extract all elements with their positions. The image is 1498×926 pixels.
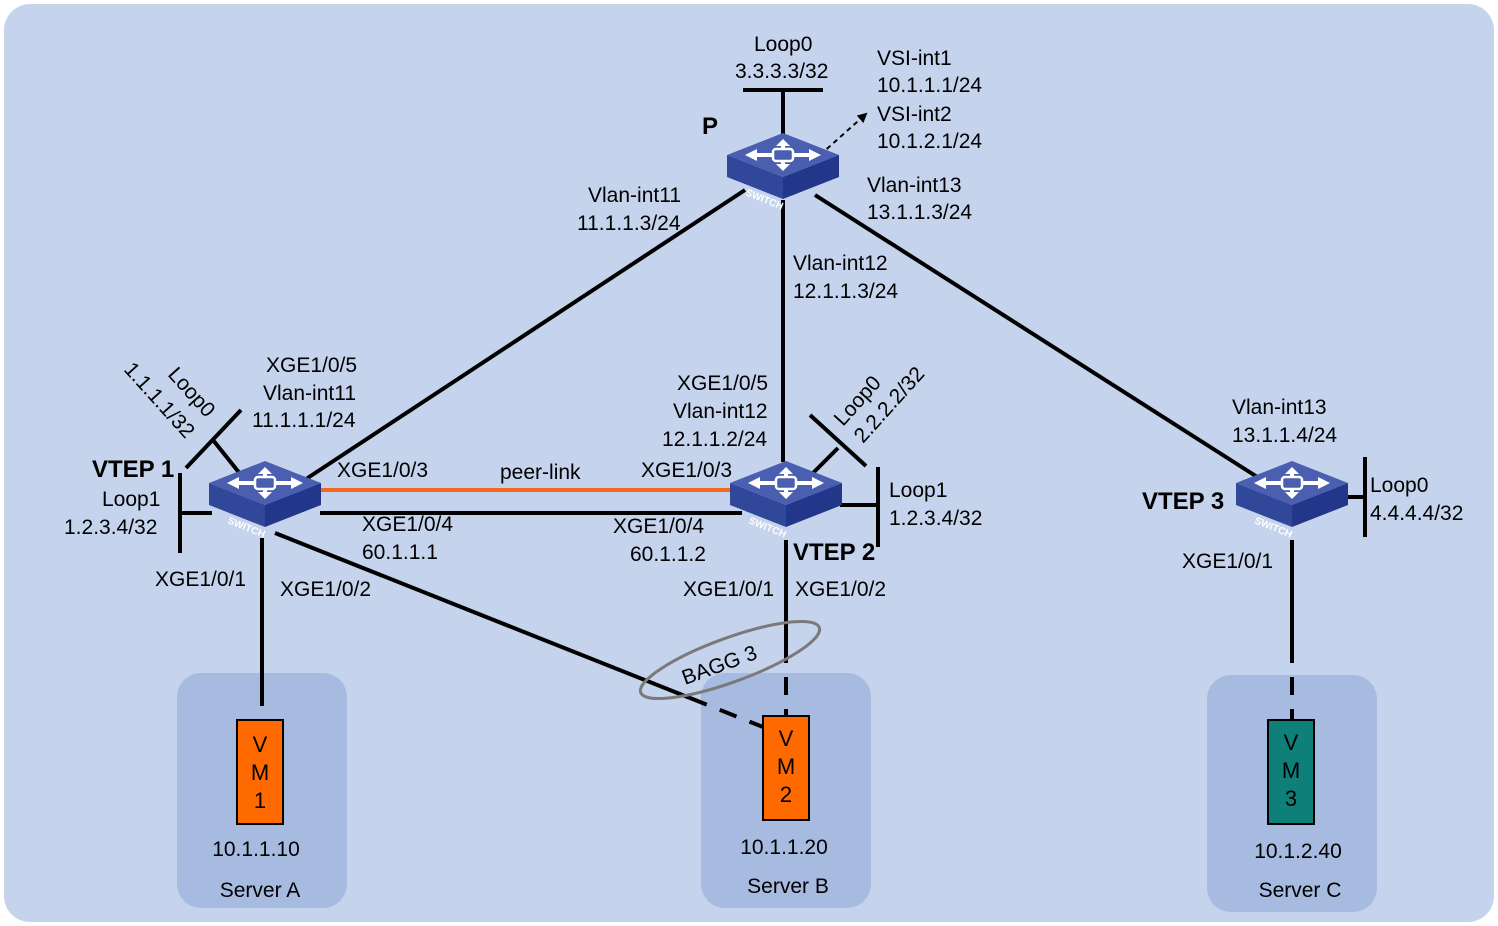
v1-xge5: XGE1/0/5 (266, 354, 357, 377)
vm2-letter-3: 2 (780, 782, 792, 807)
vm3-letter-2: M (1282, 758, 1300, 783)
p-loop0-name: Loop0 (754, 33, 812, 56)
link-p-vtep1 (298, 188, 747, 485)
vm2-box (762, 715, 810, 821)
link-vtep1-vm2 (274, 531, 691, 700)
diagram-background (4, 4, 1494, 922)
p-vlan13-name: Vlan-int13 (867, 174, 962, 197)
v2-xge4-ip: 60.1.1.2 (630, 543, 706, 566)
vm1-letter-1: V (253, 732, 268, 757)
vm2-letter-2: M (777, 754, 795, 779)
loop0-v1-bar (184, 408, 243, 470)
p-vsi2-ip: 10.1.2.1/24 (877, 130, 982, 153)
v1-loop1-ip: 1.2.3.4/32 (64, 516, 157, 539)
vm2-letter-1: V (779, 726, 794, 751)
vm1-box (236, 719, 284, 825)
v2-vlan12-name: Vlan-int12 (673, 400, 768, 423)
server-b-name: Server B (747, 875, 829, 898)
server-c-ip: 10.1.2.40 (1254, 840, 1342, 863)
vm3-letter-3: 3 (1285, 786, 1297, 811)
v2-xge1: XGE1/0/1 (683, 578, 774, 601)
device-vtep3-name: VTEP 3 (1142, 488, 1224, 515)
v2-loop1-name: Loop1 (889, 479, 947, 502)
p-vlan12-name: Vlan-int12 (793, 252, 888, 275)
v2-xge5: XGE1/0/5 (677, 372, 768, 395)
v1-xge1: XGE1/0/1 (155, 568, 246, 591)
p-loop0-ip: 3.3.3.3/32 (735, 60, 828, 83)
vm3-box (1267, 719, 1315, 825)
v1-xge3: XGE1/0/3 (337, 459, 428, 482)
link-p-vtep3 (813, 193, 1264, 482)
peer-link-label: peer-link (500, 461, 581, 484)
v2-vlan12-ip: 12.1.1.2/24 (662, 428, 767, 451)
bagg-ellipse (638, 619, 822, 701)
device-vtep2-name: VTEP 2 (793, 539, 875, 566)
v1-loop1-name: Loop1 (102, 488, 160, 511)
server-a-name: Server A (220, 879, 301, 902)
v1-xge2: XGE1/0/2 (280, 578, 371, 601)
v3-xge1: XGE1/0/1 (1182, 550, 1273, 573)
v2-xge2: XGE1/0/2 (795, 578, 886, 601)
v1-vlan11-ip: 11.1.1.1/24 (252, 409, 356, 432)
server-b-ip: 10.1.1.20 (740, 836, 828, 859)
p-vlan12-ip: 12.1.1.3/24 (793, 280, 898, 303)
p-vsi1-name: VSI-int1 (877, 47, 952, 70)
p-vsi1-ip: 10.1.1.1/24 (877, 74, 982, 97)
v2-xge3: XGE1/0/3 (641, 459, 732, 482)
dash-vm2-a (689, 696, 764, 729)
p-vlan11-ip: 11.1.1.3/24 (577, 212, 681, 235)
v3-loop0-name: Loop0 (1370, 474, 1428, 497)
p-vlan11-name: Vlan-int11 (588, 184, 681, 207)
v3-vlan13-name: Vlan-int13 (1232, 396, 1327, 419)
v2-xge4: XGE1/0/4 (613, 515, 704, 538)
vm1-letter-3: 1 (254, 788, 266, 813)
v3-vlan13-ip: 13.1.1.4/24 (1232, 424, 1337, 447)
loop0-v2-bar (808, 413, 868, 468)
v3-loop0-ip: 4.4.4.4/32 (1370, 502, 1463, 525)
vm3-letter-1: V (1284, 730, 1299, 755)
v1-xge4: XGE1/0/4 (362, 513, 453, 536)
device-vtep1-name: VTEP 1 (92, 456, 174, 483)
server-c-name: Server C (1259, 879, 1342, 902)
device-p-name: P (702, 113, 718, 140)
vm1-letter-2: M (251, 760, 269, 785)
v2-loop1-ip: 1.2.3.4/32 (889, 507, 982, 530)
p-vsi2-name: VSI-int2 (877, 103, 952, 126)
server-a-ip: 10.1.1.10 (212, 838, 300, 861)
vsi-arrow (819, 112, 868, 156)
v1-xge4-ip: 60.1.1.1 (362, 541, 438, 564)
p-vlan13-ip: 13.1.1.3/24 (867, 201, 972, 224)
v1-vlan11-name: Vlan-int11 (263, 382, 356, 405)
